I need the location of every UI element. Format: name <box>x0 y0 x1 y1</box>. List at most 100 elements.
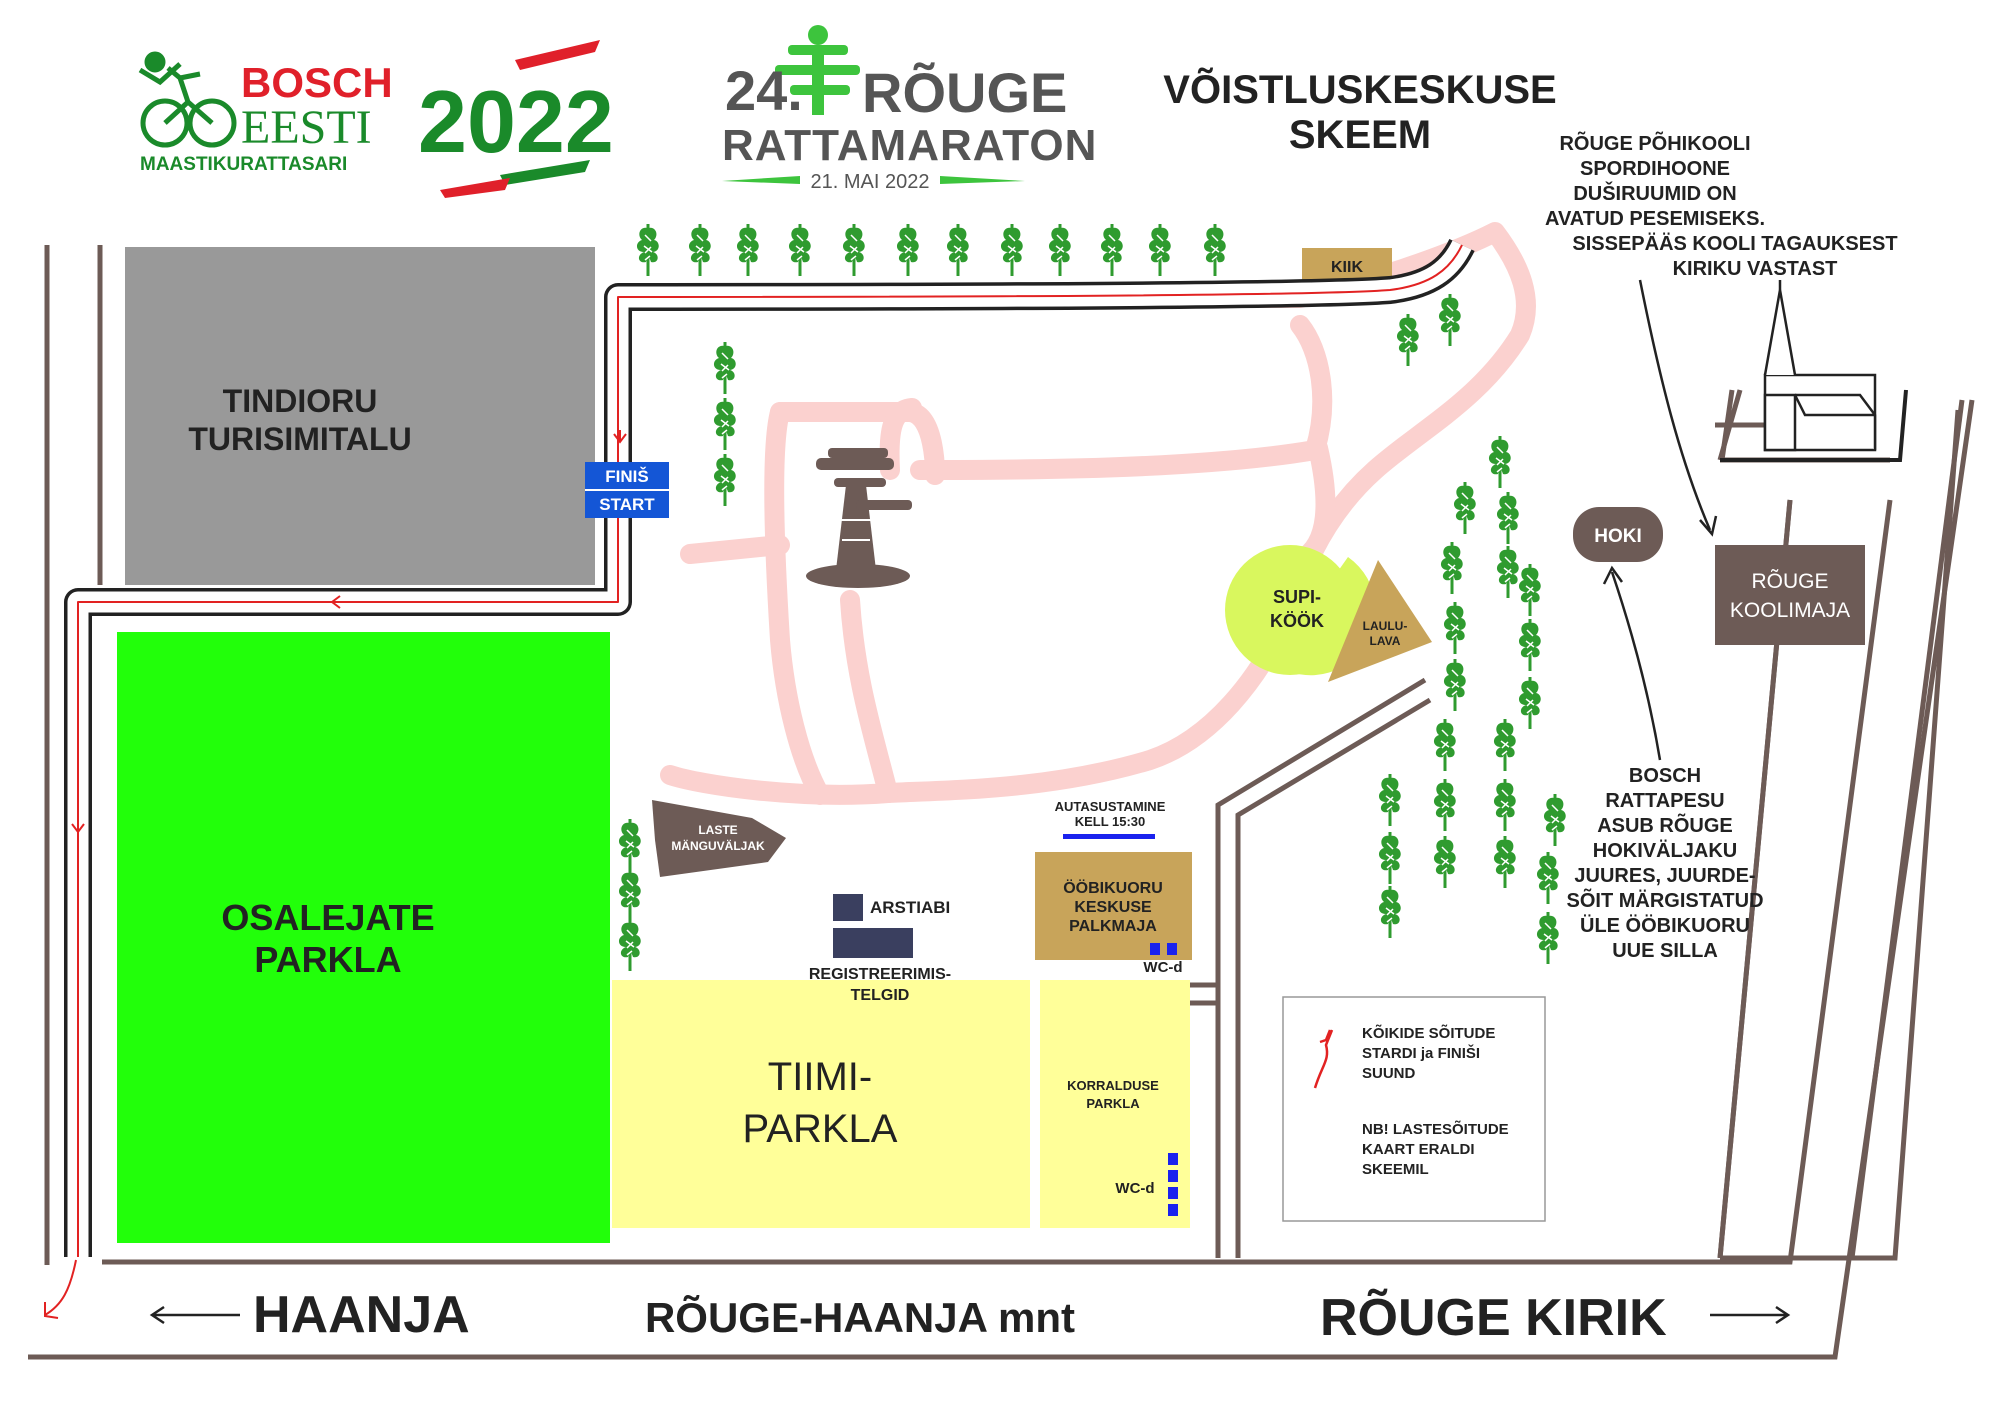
bike-wash-line: ÜLE ÖÖBIKUORU <box>1580 914 1750 937</box>
tindioru-label-2: TURISIMITALU <box>188 421 411 457</box>
tower-icon <box>806 448 912 588</box>
bike-wash-line: HOKIVÄLJAKU <box>1593 839 1737 862</box>
participants-parking-label-1: OSALEJATE <box>221 897 434 938</box>
road-label-church: RÕUGE KIRIK <box>1320 1288 1667 1347</box>
showers-note-line: SISSEPÄÄS KOOLI TAGAUKSEST <box>1572 232 1897 255</box>
hockey-label: HOKI <box>1594 526 1642 547</box>
legend-kids-line: NB! LASTESÕITUDE <box>1362 1120 1509 1138</box>
event-date: 21. MAI 2022 <box>811 171 930 193</box>
arrow-right-icon <box>1710 1305 1791 1325</box>
school-label-1: RÕUGE <box>1751 569 1828 593</box>
legend-kids-line: SKEEMIL <box>1362 1161 1429 1178</box>
legend-kids-line: KAART ERALDI <box>1362 1141 1475 1158</box>
first-aid-label: ARSTIABI <box>870 898 950 917</box>
road-labels: HAANJA RÕUGE-HAANJA mnt RÕUGE KIRIK <box>149 1286 1791 1347</box>
school-label-2: KOOLIMAJA <box>1730 599 1850 622</box>
church-icon <box>1763 280 1877 452</box>
finish-label: FINIŠ <box>605 467 648 486</box>
bike-wash-line: JUURES, JUURDE- <box>1574 865 1755 887</box>
church-road-lines <box>1720 389 1908 462</box>
bike-wash-line: SÕIT MÄRGISTATUD <box>1566 888 1763 912</box>
bike-wash-note: BOSCH RATTAPESU ASUB RÕUGE HOKIVÄLJAKU J… <box>1566 765 1763 962</box>
bosch-series-logo: BOSCH EESTI MAASTIKURATTASARI 2022 <box>138 40 614 198</box>
showers-note-line: KIRIKU VASTAST <box>1673 258 1838 280</box>
participants-parking-label-2: PARKLA <box>254 939 401 980</box>
bike-wash-line: RATTAPESU <box>1605 790 1724 812</box>
wc-icon <box>1168 1153 1178 1165</box>
song-stage <box>1328 560 1432 682</box>
tindioru-area <box>125 247 595 585</box>
registration-label-1: REGISTREERIMIS- <box>809 966 951 983</box>
legend-route-line: SUUND <box>1362 1065 1416 1082</box>
stage-label-1: LAULU- <box>1363 619 1408 633</box>
event-place: RÕUGE <box>862 61 1067 124</box>
bike-wash-line: ASUB RÕUGE <box>1597 813 1733 837</box>
wc-icon <box>1150 943 1160 955</box>
soup-label-1: SUPI- <box>1273 587 1321 607</box>
registration-tents <box>833 928 913 958</box>
tindioru-label-1: TINDIORU <box>223 383 378 419</box>
school-house <box>1715 545 1865 645</box>
staff-parking-area <box>1040 980 1190 1228</box>
playground-label-1: LASTE <box>698 823 737 837</box>
team-parking-label-1: TIIMI- <box>768 1055 872 1099</box>
wc-icon <box>1168 1204 1178 1216</box>
showers-note: RÕUGE PÕHIKOOLI SPORDIHOONE DUŠIRUUMID O… <box>1545 131 1898 280</box>
cabin-label-1: ÖÖBIKUORU <box>1063 878 1163 897</box>
swing-label: KIIK <box>1331 259 1363 276</box>
side-road <box>1190 677 1432 1258</box>
wc-icon <box>1167 943 1177 955</box>
team-parking-label-2: PARKLA <box>743 1107 898 1151</box>
legend-route-line: STARDI ja FINIŠI <box>1362 1044 1480 1062</box>
bike-wash-line: UUE SILLA <box>1612 940 1718 962</box>
event-name: RATTAMARATON <box>722 121 1097 170</box>
staff-parking-label-2: PARKLA <box>1086 1096 1140 1111</box>
series-name: EESTI <box>241 101 372 154</box>
cyclist-icon <box>138 51 237 148</box>
start-label: START <box>599 495 655 514</box>
bike-wash-line: BOSCH <box>1629 765 1701 787</box>
route-legend-icon <box>1313 1029 1334 1089</box>
note-arrows <box>1602 279 1718 761</box>
wc-icon <box>1168 1187 1178 1199</box>
stage-label-2: LAVA <box>1370 634 1401 648</box>
showers-note-line: RÕUGE PÕHIKOOLI <box>1559 131 1750 155</box>
hockey-field <box>1573 507 1663 562</box>
tower-logo-icon <box>775 25 860 115</box>
registration-label-2: TELGID <box>851 987 910 1004</box>
park-paths <box>650 222 1536 805</box>
race-route-road <box>44 238 1475 1319</box>
map-title-line1: VÕISTLUSKESKUSE <box>1163 66 1556 112</box>
series-sub: MAASTIKURATTASARI <box>140 154 347 175</box>
legend-route-line: KÕIKIDE SÕITUDE <box>1362 1024 1495 1042</box>
decoration-brush-strokes <box>440 40 600 198</box>
award-label-2: KELL 15:30 <box>1075 814 1146 829</box>
award-label-1: AUTASUSTAMINE <box>1055 799 1166 814</box>
series-year: 2022 <box>418 72 614 171</box>
wc-label-1: WC-d <box>1143 959 1182 976</box>
arrow-left-icon <box>149 1305 240 1325</box>
playground-label-2: MÄNGUVÄLJAK <box>671 838 765 853</box>
event-number: 24. <box>725 59 803 122</box>
soup-label-2: KÖÖK <box>1270 611 1324 631</box>
road-label-main: RÕUGE-HAANJA mnt <box>645 1293 1075 1341</box>
showers-note-line: SPORDIHOONE <box>1580 158 1730 180</box>
cabin-label-3: PALKMAJA <box>1069 918 1157 935</box>
legend-box: KÕIKIDE SÕITUDE STARDI ja FINIŠI SUUND N… <box>1282 996 1546 1222</box>
wc-icon <box>1168 1170 1178 1182</box>
first-aid-tent <box>833 894 863 921</box>
roUge-marathon-logo: 24. RÕUGE RATTAMARATON 21. MAI 2022 <box>722 25 1097 193</box>
showers-note-line: DUŠIRUUMID ON <box>1573 181 1736 205</box>
series-brand: BOSCH <box>241 59 393 106</box>
nightingale-cabin <box>1035 852 1192 960</box>
team-parking-area <box>612 980 1030 1228</box>
award-stage <box>1063 834 1155 839</box>
road-label-haanja: HAANJA <box>253 1286 470 1344</box>
staff-parking-label-1: KORRALDUSE <box>1067 1078 1159 1093</box>
cabin-label-2: KESKUSE <box>1074 899 1152 916</box>
playground-area <box>652 800 786 877</box>
showers-note-line: AVATUD PESEMISEKS. <box>1545 208 1765 230</box>
participants-parking-area <box>117 632 610 1243</box>
wc-label-2: WC-d <box>1115 1180 1154 1197</box>
